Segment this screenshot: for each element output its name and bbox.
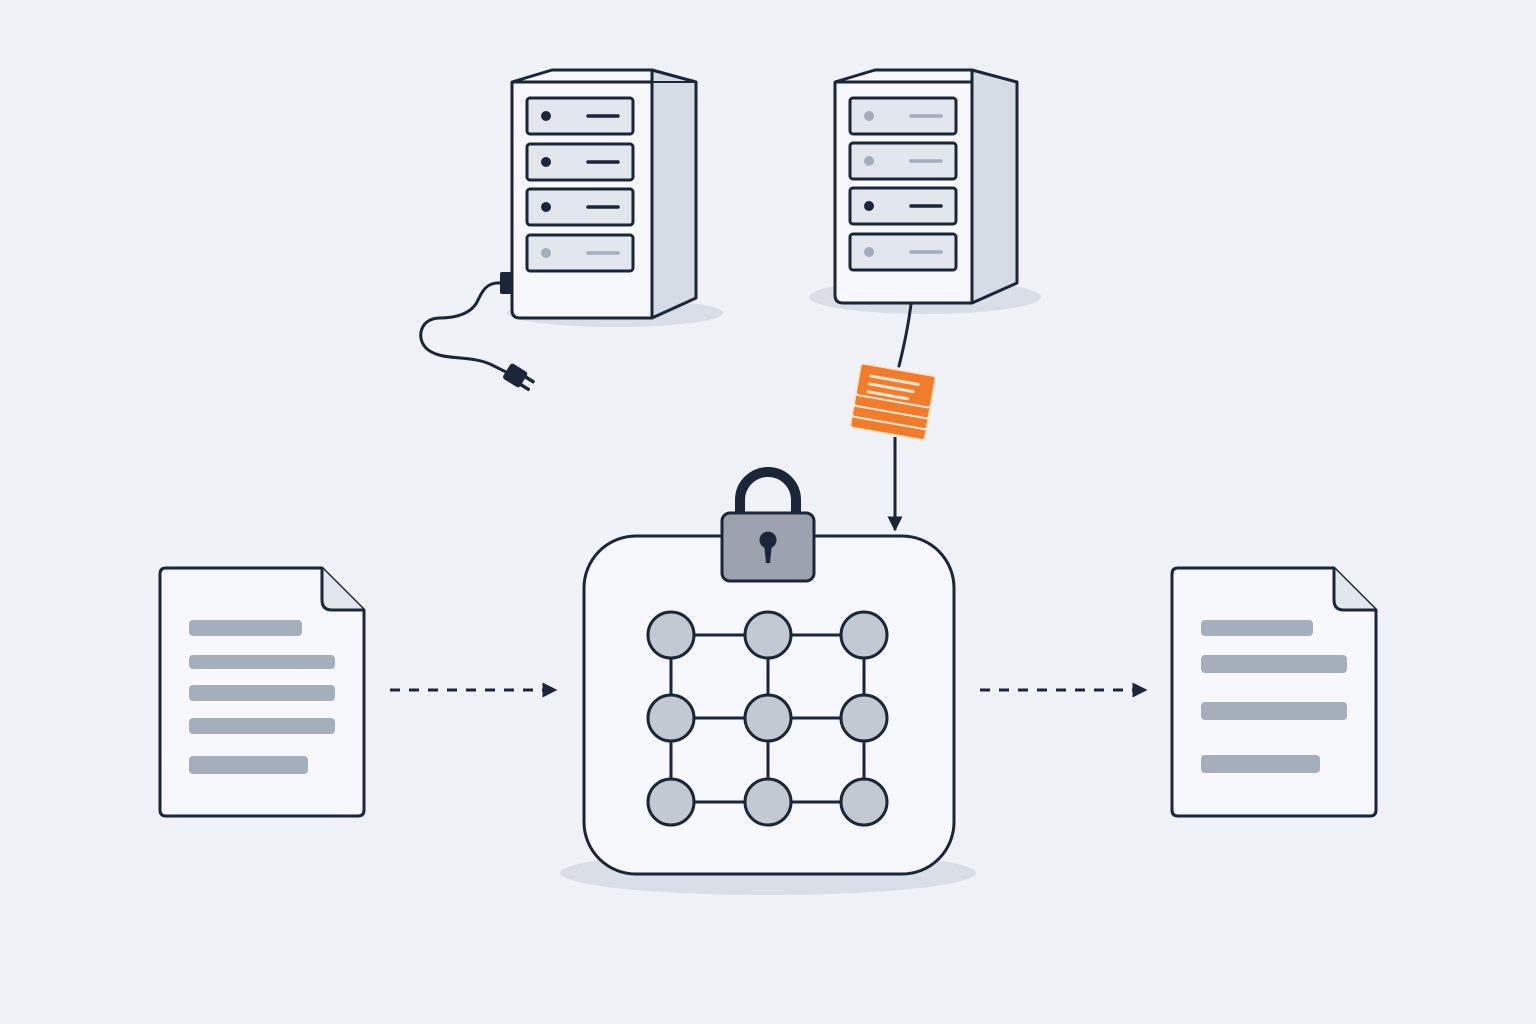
drive-bay (848, 232, 958, 272)
power-cord[interactable] (419, 272, 537, 394)
neural-grid (646, 610, 889, 827)
grid-node (743, 610, 793, 660)
document-text-lines (189, 620, 335, 774)
grid-node (839, 610, 889, 660)
status-led (541, 111, 551, 121)
grid-node (646, 693, 696, 743)
output-document[interactable] (1170, 566, 1378, 818)
status-led (541, 157, 551, 167)
status-led (541, 248, 551, 258)
plug-icon (503, 363, 535, 392)
input-document[interactable] (158, 566, 366, 818)
server-left[interactable] (507, 68, 723, 327)
server-right-bays (848, 96, 958, 272)
drive-bay (848, 96, 958, 136)
grid-node (839, 693, 889, 743)
drive-bay (525, 233, 635, 273)
status-led (541, 202, 551, 212)
edge-server-to-packet (897, 302, 913, 368)
grid-node (646, 777, 696, 827)
keyhole (759, 531, 777, 549)
document-text-lines (1201, 620, 1347, 773)
server-left-bays (525, 96, 635, 273)
grid-node (839, 777, 889, 827)
stacked-papers-icon[interactable] (849, 362, 937, 441)
status-led (864, 247, 874, 257)
power-socket (500, 272, 513, 294)
status-led (864, 111, 874, 121)
drive-bay (525, 142, 635, 182)
status-led (864, 201, 874, 211)
grid-node (743, 777, 793, 827)
status-led (864, 156, 874, 166)
drive-bay (525, 96, 635, 136)
server-right[interactable] (809, 68, 1041, 314)
central-model[interactable] (560, 467, 976, 895)
power-cable (419, 281, 512, 376)
padlock-icon (720, 467, 816, 583)
drive-bay (848, 186, 958, 226)
drive-bay (525, 187, 635, 227)
grid-node (743, 693, 793, 743)
grid-node (646, 610, 696, 660)
drive-bay (848, 141, 958, 181)
